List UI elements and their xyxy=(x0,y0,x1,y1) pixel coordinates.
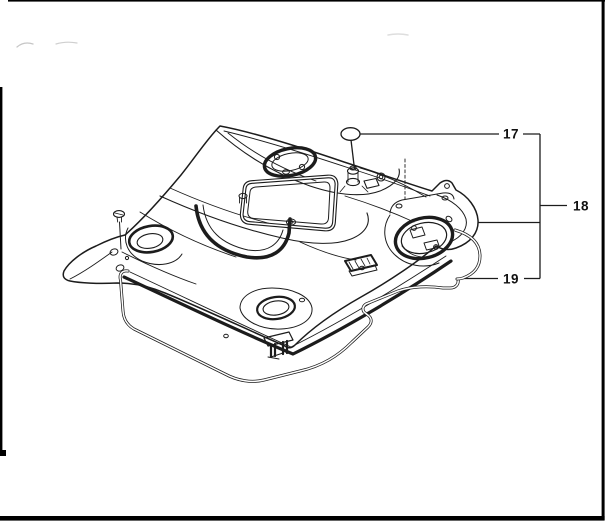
border-left-tick xyxy=(0,450,6,456)
screw xyxy=(112,210,126,250)
ear-flange-inner xyxy=(436,194,467,243)
left-wheel-ring-inner xyxy=(136,233,164,249)
rim-boss-2 xyxy=(298,297,306,303)
ear-tab-dot xyxy=(444,183,450,189)
rear-left-ring-bolt-2 xyxy=(298,163,306,171)
screw-slot xyxy=(114,212,124,216)
left-ring-recess xyxy=(125,227,183,265)
right-ring-mount-block-2 xyxy=(423,239,440,251)
frame-bolt-left-stem xyxy=(239,196,247,204)
flange-edge-line xyxy=(69,251,113,280)
front-ring-plateau xyxy=(239,287,313,330)
border-right xyxy=(601,0,605,520)
screw-shaft xyxy=(119,221,122,250)
border-left xyxy=(0,87,3,453)
rim-boss-4 xyxy=(359,265,365,271)
sensor-collar xyxy=(346,167,360,175)
callout-label-19: 19 xyxy=(502,271,520,286)
right-ring-arc-detail xyxy=(401,245,429,258)
front-ring-outer xyxy=(256,295,296,321)
right-ring-plateau xyxy=(384,214,440,267)
smudge-marks xyxy=(16,33,409,48)
sensor-knob-inner xyxy=(378,174,384,180)
latch-legs xyxy=(269,339,289,359)
cowl-right-edge xyxy=(359,167,427,198)
balloon-ellipse-item17 xyxy=(340,127,361,141)
right-ring-bolt-1 xyxy=(411,225,417,231)
rim-boss-1 xyxy=(124,255,130,261)
gasket-loop-split xyxy=(119,270,459,383)
sensor-base xyxy=(345,177,361,187)
deck-right-line xyxy=(344,195,415,223)
flange-tab-hole-2 xyxy=(115,264,125,272)
gasket-right-bump-split xyxy=(454,229,481,280)
deck-lower-right-line xyxy=(299,241,357,261)
right-ring-bolt-2 xyxy=(433,244,439,250)
sealing-gasket-outline xyxy=(118,228,482,383)
callout-label-18: 18 xyxy=(572,198,590,213)
frame-bolt-left xyxy=(238,192,248,200)
gasket-loop xyxy=(118,269,460,383)
right-wheel-ring-mid xyxy=(400,221,448,255)
sensor-body-lines xyxy=(347,172,359,183)
deck-front-edge xyxy=(159,195,369,244)
plate-bolt-1 xyxy=(395,203,403,209)
body-inner-rim xyxy=(129,255,447,348)
skirt-box-hatching xyxy=(348,257,371,270)
ear-hole xyxy=(445,215,453,223)
border-top xyxy=(8,0,605,2)
mower-top-cover-drawing xyxy=(62,125,479,360)
right-ring-top-plate xyxy=(389,192,455,214)
rim-boss-3 xyxy=(223,333,229,339)
plate-bolt-2 xyxy=(441,195,449,201)
callout-label-17: 17 xyxy=(502,126,520,142)
sensor-block xyxy=(363,177,380,189)
flange-tab-hole-1 xyxy=(109,248,119,256)
rear-edge-inner-line xyxy=(223,130,431,197)
skirt-box-lower xyxy=(348,264,378,277)
rear-cowl-curve xyxy=(215,129,400,196)
sensor-posts xyxy=(339,185,369,193)
skirt-box xyxy=(344,254,378,272)
page-border xyxy=(0,0,605,521)
sensor-knob-outer xyxy=(376,172,386,182)
rear-left-ring-inner xyxy=(271,152,309,172)
balloon-leader-line xyxy=(350,139,356,170)
rear-left-ring-outer xyxy=(262,146,318,178)
rim-seal-band xyxy=(122,259,453,356)
sensor-assembly xyxy=(339,165,386,193)
handle-groove-inner xyxy=(202,204,284,252)
front-ring-inner xyxy=(262,300,290,316)
rear-left-ring-bolt-1 xyxy=(273,153,281,161)
screw-head xyxy=(112,210,126,218)
right-ring-mount-block-1 xyxy=(409,226,426,239)
border-bottom xyxy=(0,516,605,521)
deck-step-line xyxy=(139,211,237,258)
latch-foot xyxy=(267,352,284,360)
handle-groove-outer xyxy=(194,204,292,260)
frame-bolt-top xyxy=(282,169,290,175)
latch-top-plate xyxy=(263,331,294,347)
left-wheel-ring-outer xyxy=(127,224,175,254)
screw-neck xyxy=(116,216,122,223)
hatch-frame-outer-split xyxy=(240,175,338,231)
hatch-frame-inner xyxy=(247,181,331,225)
fender-lower-line xyxy=(121,251,197,285)
right-wheel-ring-outer xyxy=(393,215,455,261)
